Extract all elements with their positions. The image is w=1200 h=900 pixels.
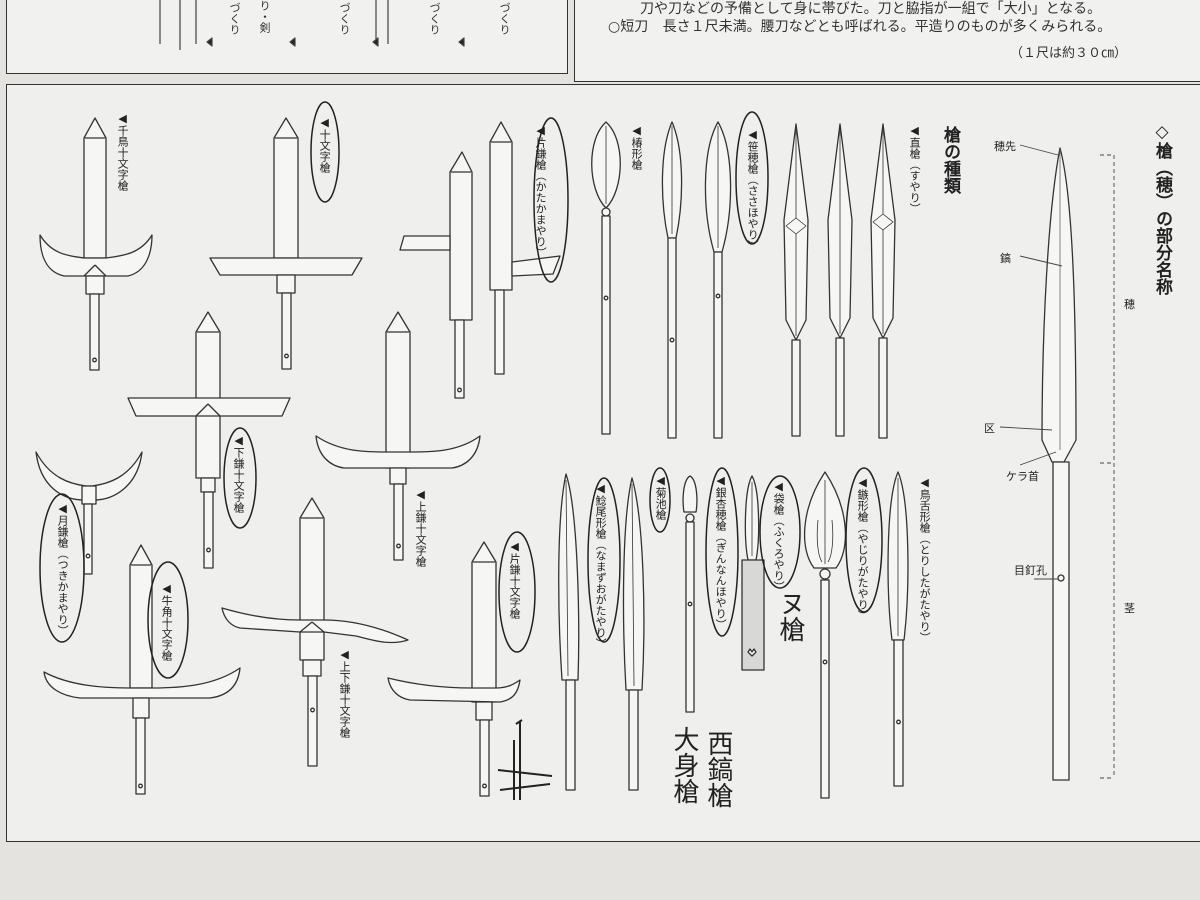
part-shinogi: 鎬 xyxy=(1000,252,1011,265)
label-tsukikama: ◀月鎌槍（つきかまやり） xyxy=(56,502,70,636)
part-kerakubi: ケラ首 xyxy=(1006,470,1039,483)
label-namazuo: ◀鯰尾形槍（なまずおがたやり） xyxy=(594,482,608,649)
label-joge: ◀上下鎌十文字槍 xyxy=(338,648,352,738)
label-chidori-jumonji: ◀千鳥十文字槍 xyxy=(116,112,130,191)
fragment-2: り・剣 xyxy=(258,0,271,33)
short-sword-term: ○短刀 xyxy=(608,19,649,35)
label-sasaho: ◀笹穂槍（ささほやり） xyxy=(746,128,760,251)
fragment-4: づくり xyxy=(428,2,441,35)
label-ginnan: ◀銀杏穂槍（ぎんなんほやり） xyxy=(714,474,728,630)
label-sugu: ◀直槍（すやり） xyxy=(908,124,922,214)
label-shitakama: ◀下鎌十文字槍 xyxy=(232,434,246,513)
short-sword-line-2: ○短刀 長さ１尺未満。腰刀などとも呼ばれる。平造りのものが多くみられる。 xyxy=(608,16,1128,36)
label-fukuro: ◀袋槍（ふくろやり） xyxy=(772,480,786,592)
handwritten-note-a: ヌ槍 xyxy=(775,590,805,642)
part-nakago: 茎 xyxy=(1124,602,1135,615)
upper-right-sheet xyxy=(574,0,1200,82)
handwritten-note-c: 大身槍 xyxy=(669,726,699,804)
label-jumonji: ◀十文字槍 xyxy=(318,116,332,173)
part-ho: 穂 xyxy=(1124,298,1135,311)
fragment-5: づくり xyxy=(498,2,511,35)
part-mekugiana: 目釘孔 xyxy=(1014,564,1047,577)
part-hosaki: 穂先 xyxy=(994,140,1016,153)
label-kikuchi: ◀菊池槍 xyxy=(654,474,668,520)
types-title: 槍の種類 xyxy=(940,126,960,194)
reference-spear xyxy=(1041,147,1077,781)
handwritten-note-b: 西鎬槍 xyxy=(703,730,733,808)
label-uekama: ◀上鎌十文字槍 xyxy=(414,488,428,567)
upper-left-sheet xyxy=(6,0,568,74)
fragment-3: づくり xyxy=(338,2,351,35)
short-sword-line-1: 刀や刀などの予備として身に帯びた。刀と脇指が一組で「大小」となる。 xyxy=(640,1,1102,17)
label-katakama: ◀片鎌槍（かたかまやり） xyxy=(534,124,548,258)
fragment-1: づくり xyxy=(228,2,241,35)
label-yajiri: ◀鏃形槍（やじりがたやり） xyxy=(856,476,870,621)
label-tsubaki: ◀椿形槍 xyxy=(630,124,644,170)
label-toshita: ◀鳥舌形槍（とりしたがたやり） xyxy=(918,476,932,643)
section-title: ◇槍（穂）の部分名称 xyxy=(1152,122,1172,295)
short-sword-desc: 長さ１尺未満。腰刀などとも呼ばれる。平造りのものが多くみられる。 xyxy=(662,19,1112,35)
unit-note: （１尺は約３０㎝） xyxy=(1010,46,1128,61)
part-machi: 区 xyxy=(984,422,995,435)
label-gyukaku: ◀牛角十文字槍 xyxy=(160,582,174,661)
label-katakama-jumonji: ◀片鎌十文字槍 xyxy=(508,540,522,619)
